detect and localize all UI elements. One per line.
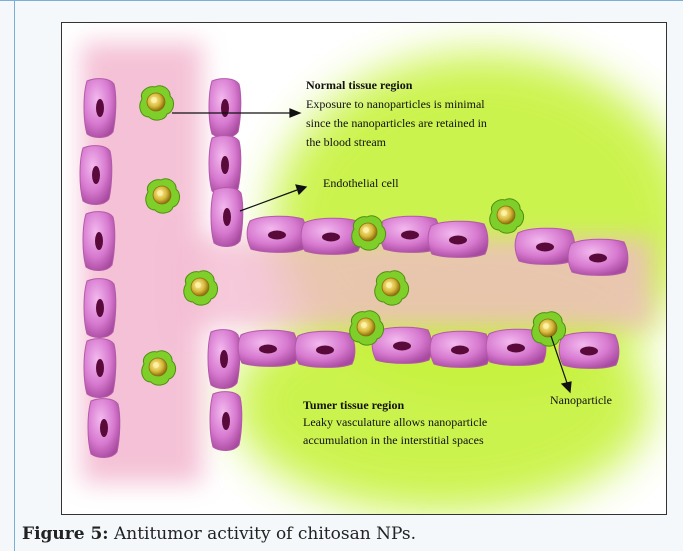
diagram-canvas: Normal tissue region Exposure to nanopar… (62, 23, 666, 514)
endothelial-cell (88, 399, 120, 458)
frame-left-rule (14, 0, 15, 551)
endothelial-cell (209, 79, 241, 138)
endothelial-cell (210, 392, 242, 451)
endothelial-cell (208, 330, 240, 389)
normal-tissue-desc-3: the blood stream (306, 135, 387, 149)
tumor-tissue-title: Tumer tissue region (303, 398, 404, 412)
figure-caption: Figure 5: Antitumor activity of chitosan… (22, 524, 662, 544)
endothelial-cell (515, 228, 575, 264)
endothelial-cell (430, 331, 490, 367)
caption-label: Figure 5: (22, 524, 109, 544)
normal-tissue-desc-1: Exposure to nanoparticles is minimal (306, 97, 485, 111)
endothelial-cell (83, 212, 115, 271)
endothelial-cell (84, 79, 116, 138)
endothelial-cell (80, 146, 112, 205)
endothelial-cell (428, 221, 488, 257)
normal-tissue-desc-2: since the nanoparticles are retained in (306, 116, 487, 130)
endothelial-cell (568, 239, 628, 275)
frame-top-rule (0, 0, 683, 1)
endothelial-cell (84, 279, 116, 338)
endothelial-cell (238, 330, 298, 366)
figure-image: Normal tissue region Exposure to nanopar… (61, 22, 667, 515)
endothelial-cell (84, 339, 116, 398)
tumor-tissue-desc-2: accumulation in the interstitial spaces (303, 433, 484, 447)
endothelial-cell (209, 136, 241, 195)
endothelial-cell (295, 331, 355, 367)
caption-text: Antitumor activity of chitosan NPs. (109, 524, 416, 544)
nanoparticle-label: Nanoparticle (550, 393, 612, 407)
endothelial-cell (211, 188, 243, 247)
normal-tissue-title: Normal tissue region (306, 78, 413, 92)
tumor-tissue-desc-1: Leaky vasculature allows nanoparticle (303, 415, 487, 429)
endothelial-cell-label: Endothelial cell (323, 176, 399, 190)
endothelial-cell (247, 216, 307, 252)
endothelial-cell (559, 332, 619, 368)
